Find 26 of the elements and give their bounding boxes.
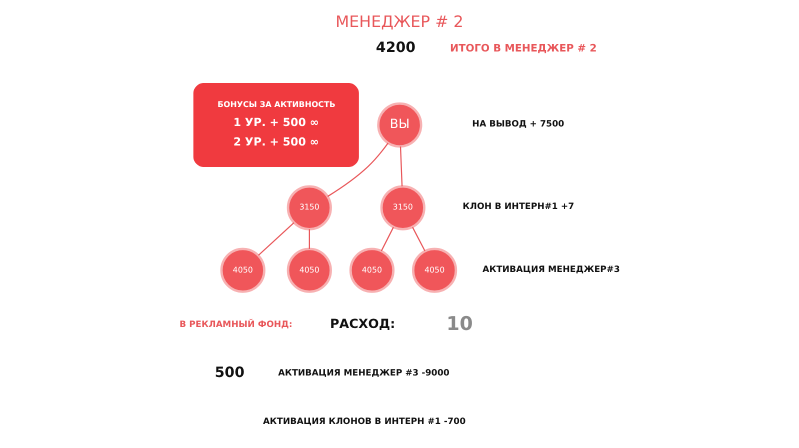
connector xyxy=(380,226,394,252)
label: АКТИВАЦИЯ КЛОНОВ В ИНТЕРН #1 -700 xyxy=(263,416,466,427)
label: АКТИВАЦИЯ МЕНЕДЖЕР #3 -9000 xyxy=(278,368,450,379)
connector xyxy=(327,142,389,197)
node-circle: 4050 xyxy=(349,248,395,293)
label: КЛОН В ИНТЕРН#1 +7 xyxy=(462,202,574,212)
label: 10 xyxy=(446,312,473,335)
label: АКТИВАЦИЯ МЕНЕДЖЕР#3 xyxy=(482,264,620,275)
node-circle: 4050 xyxy=(286,248,332,293)
node-box: БОНУСЫ ЗА АКТИВНОСТЬ 1 УР. + 500 ∞ 2 УР. + 500 ∞ xyxy=(193,83,359,167)
node-circle: 4050 xyxy=(220,248,266,293)
label: 500 xyxy=(214,364,244,381)
connector xyxy=(258,222,294,256)
label: НА ВЫВОД + 7500 xyxy=(472,119,564,130)
node-circle: 3150 xyxy=(380,185,426,230)
node-circle: ВЫ xyxy=(377,102,422,148)
connector xyxy=(400,146,403,186)
label: В РЕКЛАМНЫЙ ФОНД: xyxy=(180,320,292,330)
connector xyxy=(308,229,310,249)
node-circle: 4050 xyxy=(412,248,458,293)
label: ИТОГО В МЕНЕДЖЕР # 2 xyxy=(450,42,597,54)
label: РАСХОД: xyxy=(330,316,396,331)
diagram-title: МЕНЕДЖЕР # 2 xyxy=(336,12,464,32)
connector xyxy=(412,226,426,252)
node-circle: 3150 xyxy=(286,185,332,230)
label: 4200 xyxy=(376,40,416,56)
